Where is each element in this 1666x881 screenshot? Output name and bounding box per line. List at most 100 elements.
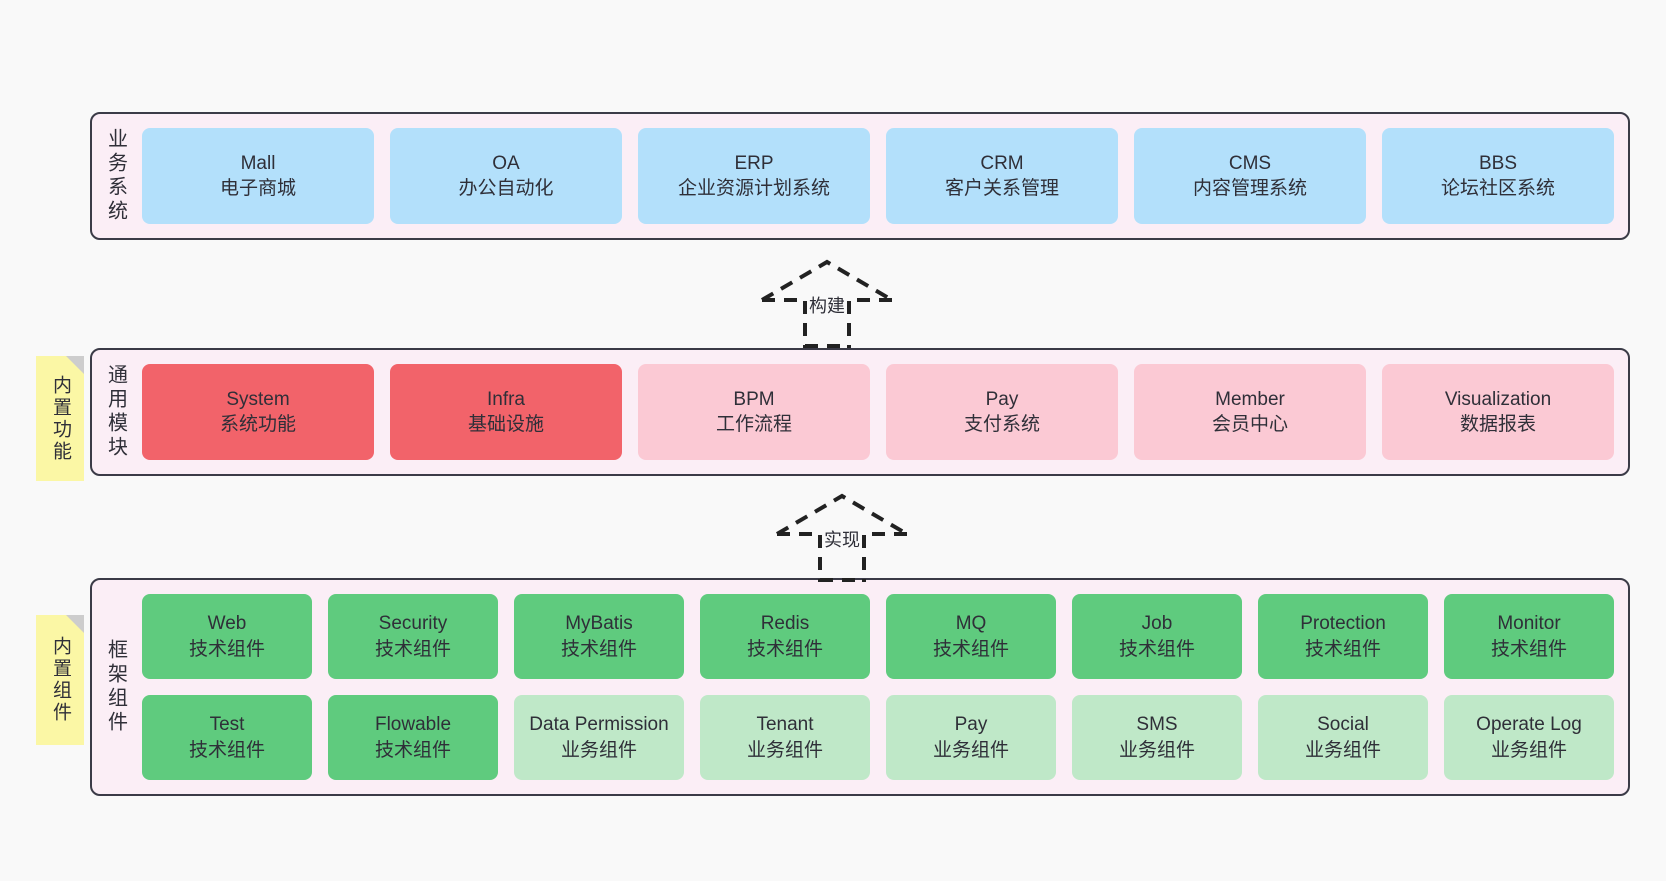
layer-title-common-modules: 通用模块 xyxy=(104,364,127,460)
note-builtin-components: 内置组件 xyxy=(36,615,84,745)
card-title: BBS xyxy=(1478,152,1518,174)
card-subtitle: 技术组件 xyxy=(932,638,1009,660)
card-erp[interactable]: ERP 企业资源计划系统 xyxy=(638,128,870,224)
card-title: Job xyxy=(1141,613,1173,635)
card-title: Redis xyxy=(760,613,810,635)
card-title: Member xyxy=(1215,388,1285,410)
card-title: Test xyxy=(209,714,245,736)
layer-body-business-systems: Mall 电子商城 OA 办公自动化 ERP 企业资源计划系统 CRM 客户关系… xyxy=(138,114,1628,238)
connector-build: 构建 xyxy=(757,258,907,348)
card-title: Social xyxy=(1317,714,1369,736)
card-bpm[interactable]: BPM 工作流程 xyxy=(638,364,870,460)
card-title: MyBatis xyxy=(565,613,633,635)
card-title: Monitor xyxy=(1497,613,1561,635)
layer-framework-components: 框架组件 Web 技术组件 Security 技术组件 MyBatis 技术组件… xyxy=(90,578,1630,796)
card-title: Infra xyxy=(486,388,526,410)
card-title: Tenant xyxy=(756,714,814,736)
note-label: 内置组件 xyxy=(49,636,71,724)
card-tenant[interactable]: Tenant 业务组件 xyxy=(700,695,870,780)
note-builtin-features: 内置功能 xyxy=(36,356,84,481)
card-job[interactable]: Job 技术组件 xyxy=(1072,594,1242,679)
note-fold-icon xyxy=(66,356,84,374)
card-title: ERP xyxy=(734,152,774,174)
card-title: CRM xyxy=(980,152,1024,174)
card-sms[interactable]: SMS 业务组件 xyxy=(1072,695,1242,780)
card-subtitle: 技术组件 xyxy=(374,638,451,660)
card-title: Security xyxy=(378,613,448,635)
card-subtitle: 业务组件 xyxy=(1304,739,1381,761)
card-subtitle: 基础设施 xyxy=(467,414,544,435)
card-bbs[interactable]: BBS 论坛社区系统 xyxy=(1382,128,1614,224)
card-subtitle: 业务组件 xyxy=(1118,739,1195,761)
card-title: BPM xyxy=(733,388,775,410)
note-fold-icon xyxy=(66,615,84,633)
card-oa[interactable]: OA 办公自动化 xyxy=(390,128,622,224)
layer-body-common-modules: System 系统功能 Infra 基础设施 BPM 工作流程 Pay 支付系统… xyxy=(138,350,1628,474)
card-crm[interactable]: CRM 客户关系管理 xyxy=(886,128,1118,224)
card-row: Mall 电子商城 OA 办公自动化 ERP 企业资源计划系统 CRM 客户关系… xyxy=(142,128,1614,224)
card-system[interactable]: System 系统功能 xyxy=(142,364,374,460)
card-cms[interactable]: CMS 内容管理系统 xyxy=(1134,128,1366,224)
card-title: Pay xyxy=(985,388,1019,410)
card-redis[interactable]: Redis 技术组件 xyxy=(700,594,870,679)
dashed-hollow-arrow-icon xyxy=(760,259,894,348)
card-mq[interactable]: MQ 技术组件 xyxy=(886,594,1056,679)
card-subtitle: 技术组件 xyxy=(1490,638,1567,660)
card-subtitle: 技术组件 xyxy=(746,638,823,660)
card-visualization[interactable]: Visualization 数据报表 xyxy=(1382,364,1614,460)
card-subtitle: 企业资源计划系统 xyxy=(677,178,830,199)
card-subtitle: 办公自动化 xyxy=(458,178,554,199)
card-mybatis[interactable]: MyBatis 技术组件 xyxy=(514,594,684,679)
card-monitor[interactable]: Monitor 技术组件 xyxy=(1444,594,1614,679)
card-subtitle: 技术组件 xyxy=(1304,638,1381,660)
card-security[interactable]: Security 技术组件 xyxy=(328,594,498,679)
card-title: MQ xyxy=(955,613,987,635)
card-title: Data Permission xyxy=(529,714,669,736)
dashed-hollow-arrow-icon xyxy=(775,493,909,582)
card-member[interactable]: Member 会员中心 xyxy=(1134,364,1366,460)
card-pay-business[interactable]: Pay 业务组件 xyxy=(886,695,1056,780)
card-subtitle: 业务组件 xyxy=(1490,739,1567,761)
card-title: Protection xyxy=(1300,613,1386,635)
card-subtitle: 内容管理系统 xyxy=(1192,178,1307,199)
card-title: Flowable xyxy=(374,714,452,736)
card-subtitle: 系统功能 xyxy=(219,414,296,435)
card-subtitle: 电子商城 xyxy=(219,178,296,199)
connector-label-build: 构建 xyxy=(809,296,845,316)
card-data-permission[interactable]: Data Permission 业务组件 xyxy=(514,695,684,780)
card-flowable[interactable]: Flowable 技术组件 xyxy=(328,695,498,780)
card-pay[interactable]: Pay 支付系统 xyxy=(886,364,1118,460)
card-operate-log[interactable]: Operate Log 业务组件 xyxy=(1444,695,1614,780)
card-title: OA xyxy=(492,152,520,174)
card-row-technical: Web 技术组件 Security 技术组件 MyBatis 技术组件 Redi… xyxy=(142,594,1614,679)
card-subtitle: 技术组件 xyxy=(188,638,265,660)
card-subtitle: 业务组件 xyxy=(746,739,823,761)
card-protection[interactable]: Protection 技术组件 xyxy=(1258,594,1428,679)
layer-common-modules: 通用模块 System 系统功能 Infra 基础设施 BPM 工作流程 Pay… xyxy=(90,348,1630,476)
card-subtitle: 技术组件 xyxy=(188,739,265,761)
card-title: Operate Log xyxy=(1476,714,1582,736)
card-infra[interactable]: Infra 基础设施 xyxy=(390,364,622,460)
layer-body-framework-components: Web 技术组件 Security 技术组件 MyBatis 技术组件 Redi… xyxy=(138,580,1628,794)
card-title: Web xyxy=(207,613,247,635)
card-subtitle: 业务组件 xyxy=(560,739,637,761)
card-subtitle: 数据报表 xyxy=(1459,414,1536,435)
card-subtitle: 支付系统 xyxy=(963,414,1040,435)
card-web[interactable]: Web 技术组件 xyxy=(142,594,312,679)
card-subtitle: 技术组件 xyxy=(374,739,451,761)
layer-title-framework-components: 框架组件 xyxy=(104,639,127,735)
card-subtitle: 会员中心 xyxy=(1211,414,1288,435)
card-subtitle: 论坛社区系统 xyxy=(1440,178,1555,199)
note-label: 内置功能 xyxy=(49,374,71,463)
card-subtitle: 技术组件 xyxy=(1118,638,1195,660)
card-row: System 系统功能 Infra 基础设施 BPM 工作流程 Pay 支付系统… xyxy=(142,364,1614,460)
connector-implement: 实现 xyxy=(772,492,922,582)
card-test[interactable]: Test 技术组件 xyxy=(142,695,312,780)
card-title: CMS xyxy=(1228,152,1272,174)
card-social[interactable]: Social 业务组件 xyxy=(1258,695,1428,780)
card-title: Pay xyxy=(954,714,988,736)
card-title: SMS xyxy=(1136,714,1178,736)
layer-business-systems: 业务系统 Mall 电子商城 OA 办公自动化 ERP 企业资源计划系统 CRM… xyxy=(90,112,1630,240)
card-mall[interactable]: Mall 电子商城 xyxy=(142,128,374,224)
